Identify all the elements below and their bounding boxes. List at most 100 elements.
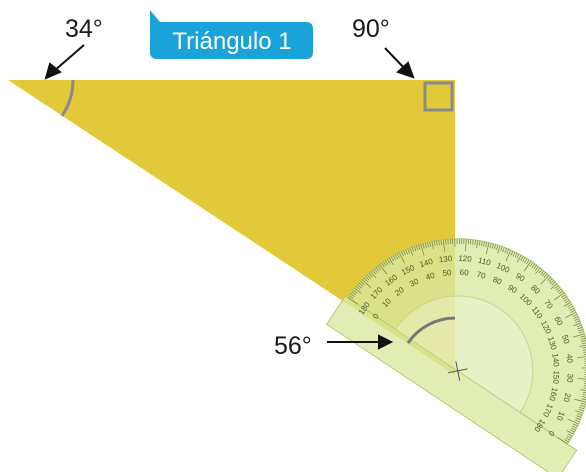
protractor-tick (504, 248, 507, 253)
protractor-tick (502, 247, 505, 253)
protractor-tick (347, 297, 359, 305)
protractor-tick (394, 254, 398, 260)
protractor-tick (409, 247, 414, 256)
protractor-tick (573, 322, 581, 327)
protractor-tick (510, 250, 514, 256)
protractor-tick (570, 429, 575, 433)
protractor-tick (377, 265, 382, 271)
protractor-tick (579, 407, 585, 410)
protractor-tick (388, 257, 394, 266)
protractor-tick (582, 391, 586, 394)
protractor-tick (551, 281, 556, 286)
protractor-tick (565, 437, 571, 441)
arrow-90 (384, 47, 415, 79)
protractor-tick (481, 241, 483, 247)
protractor-tick (572, 314, 578, 317)
protractor-outer-label: 130 (438, 254, 453, 264)
protractor-tick (496, 244, 499, 250)
protractor-tick (456, 238, 458, 244)
protractor-tick (584, 358, 586, 360)
protractor-tick (584, 380, 586, 383)
protractor-tick (514, 252, 518, 258)
protractor-tick (447, 239, 449, 245)
protractor-inner-label: 150 (551, 370, 561, 384)
angle-label-90: 90° (352, 15, 390, 43)
protractor-tick (429, 241, 432, 247)
protractor-tick (407, 248, 410, 254)
protractor-tick (526, 259, 530, 265)
protractor-tick (540, 270, 545, 275)
protractor-tick (567, 303, 572, 308)
protractor-tick (577, 378, 586, 380)
protractor-tick (476, 240, 479, 249)
protractor-tick (531, 263, 536, 268)
protractor-tick (485, 242, 490, 255)
protractor-tick (524, 258, 528, 263)
protractor-inner-label: 50 (442, 268, 452, 278)
protractor-tick (350, 293, 355, 298)
protractor-tick (540, 275, 550, 285)
protractor-tick (577, 413, 583, 416)
angle-label-34: 34° (65, 15, 103, 43)
protractor-tick (570, 309, 576, 313)
protractor-outer-label: 110 (477, 256, 492, 268)
protractor-tick (370, 271, 377, 278)
protractor-ticks (347, 238, 586, 445)
protractor-tick (452, 238, 454, 244)
protractor-tick (574, 398, 586, 403)
protractor-tick (541, 272, 546, 277)
protractor-tick (577, 326, 583, 330)
protractor-tick (420, 244, 425, 256)
protractor-tick (398, 252, 405, 264)
protractor-tick (431, 241, 434, 250)
protractor-tick (563, 301, 571, 307)
protractor-inner-label: 140 (550, 353, 560, 368)
protractor-tick (578, 331, 584, 334)
triangle-title: Triángulo 1 (172, 28, 291, 55)
protractor-tick (554, 285, 559, 289)
protractor-tick (427, 242, 429, 248)
protractor-tick (568, 305, 574, 309)
protractor-tick (567, 418, 579, 425)
protractor-tick (493, 244, 497, 250)
tag-shape (150, 10, 313, 59)
protractor-tick (557, 288, 562, 293)
protractor-tick (558, 290, 563, 295)
protractor-tick (478, 240, 481, 246)
protractor-tick (564, 300, 570, 304)
protractor-tick (583, 353, 586, 356)
protractor-tick (549, 280, 555, 285)
protractor-tick (571, 427, 576, 431)
protractor-tick (381, 262, 385, 268)
protractor-tick (396, 253, 400, 259)
protractor-tick (474, 239, 476, 246)
protractor-tick (580, 402, 586, 405)
protractor-tick (458, 238, 460, 244)
protractor-tick (535, 266, 539, 271)
protractor-tick (566, 435, 572, 439)
protractor-tick (355, 286, 361, 290)
protractor-tick (563, 298, 569, 302)
protractor-outer-label: 50 (560, 334, 571, 346)
angle-arc-34 (60, 79, 75, 117)
protractor-tick (418, 244, 421, 250)
protractor-tick (561, 294, 566, 298)
protractor-tick (516, 253, 520, 259)
protractor-tick (535, 267, 541, 275)
protractor-tick (383, 261, 387, 267)
protractor-tick (580, 389, 586, 392)
protractor-inner-label: 40 (425, 271, 437, 282)
protractor-tick (363, 277, 368, 282)
protractor-inner-label: 60 (459, 268, 469, 278)
protractor-tick (572, 425, 577, 429)
protractor-tick (385, 260, 389, 265)
protractor-tick (500, 246, 503, 252)
protractor-tick (403, 250, 406, 256)
protractor-inner-label: 30 (408, 276, 420, 288)
protractor-outer-label: 30 (565, 373, 575, 383)
right-angle-marker (423, 81, 454, 112)
protractor-tick (365, 276, 370, 281)
protractor-tick (575, 417, 581, 420)
protractor-tick (362, 279, 372, 289)
protractor-tick (354, 288, 362, 294)
